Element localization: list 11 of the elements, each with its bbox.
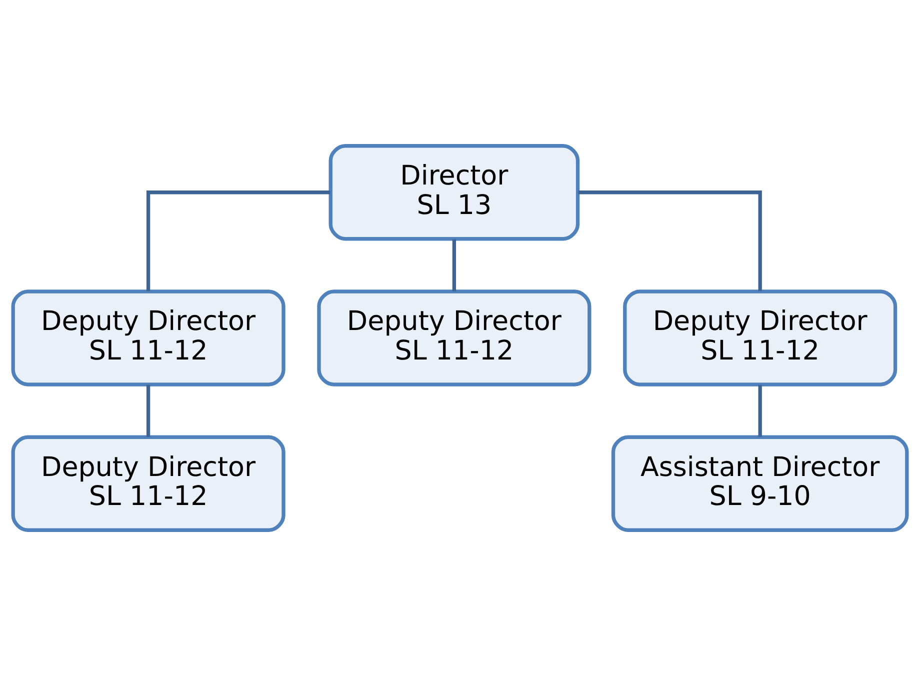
node-box: Deputy Director SL 11-12 [623,290,898,386]
connector [452,239,456,292]
connector [758,384,762,437]
connector [146,384,150,437]
node-box: Deputy Director SL 11-12 [11,290,286,386]
connector [146,190,330,292]
node-box: Assistant Director SL 9-10 [611,435,909,532]
node-box: Deputy Director SL 11-12 [317,290,592,386]
node-box: Deputy Director SL 11-12 [11,435,286,532]
connector [578,190,762,292]
node-box: Director SL 13 [328,144,580,241]
